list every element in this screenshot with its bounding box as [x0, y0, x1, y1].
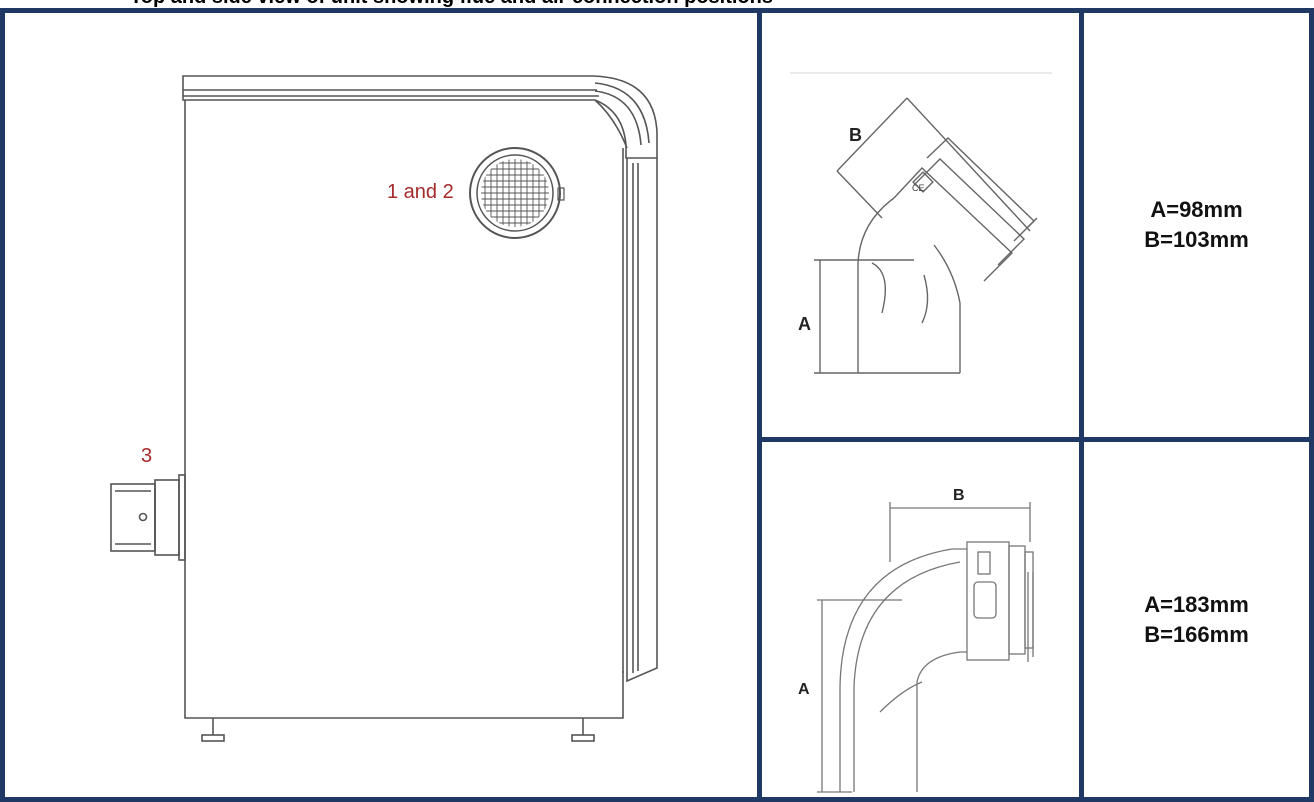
callout-top-connection: 1 and 2: [387, 181, 454, 203]
callout-side-connection: 3: [141, 445, 152, 467]
bend-90-drawing-cell: B A: [762, 442, 1079, 797]
table-divider: [757, 437, 1309, 442]
specification-table: 1 and 2 3: [0, 8, 1314, 802]
dim-label-a: A: [798, 681, 810, 698]
dim-label-b: B: [849, 125, 862, 145]
page-header: Top and side view of unit showing flue a…: [0, 0, 1314, 10]
bend-90-spec-b: B=166mm: [1144, 621, 1249, 647]
bend-45-spec-cell: A=98mm B=103mm: [1084, 13, 1309, 437]
bend-45-spec-b: B=103mm: [1144, 227, 1249, 252]
boiler-side-view: 1 and 2 3: [110, 75, 658, 742]
header-text: Top and side view of unit showing flue a…: [130, 0, 773, 9]
bend-45-spec-a: A=98mm: [1150, 197, 1243, 222]
bend-45-drawing-cell: CE B A: [762, 13, 1079, 437]
bend-45-outline: [814, 97, 1038, 374]
table-divider: [1079, 13, 1084, 797]
bend-90-drawing: B A: [798, 487, 1034, 793]
bend-90-spec-a: A=183mm: [1144, 591, 1249, 617]
flue-air-connection: [469, 147, 565, 239]
table-divider: [757, 13, 762, 797]
dim-label-b: B: [953, 487, 965, 504]
boiler-drawing-cell: 1 and 2 3: [5, 13, 757, 797]
bend-90-outline: [817, 502, 1034, 793]
boiler-casing: [182, 75, 658, 742]
dim-label-a: A: [798, 314, 811, 334]
bend-45-drawing: CE B A: [790, 72, 1052, 374]
side-pipe-connection: [110, 474, 186, 561]
ce-mark: CE: [912, 183, 925, 193]
bend-90-spec-cell: A=183mm B=166mm: [1084, 442, 1309, 797]
